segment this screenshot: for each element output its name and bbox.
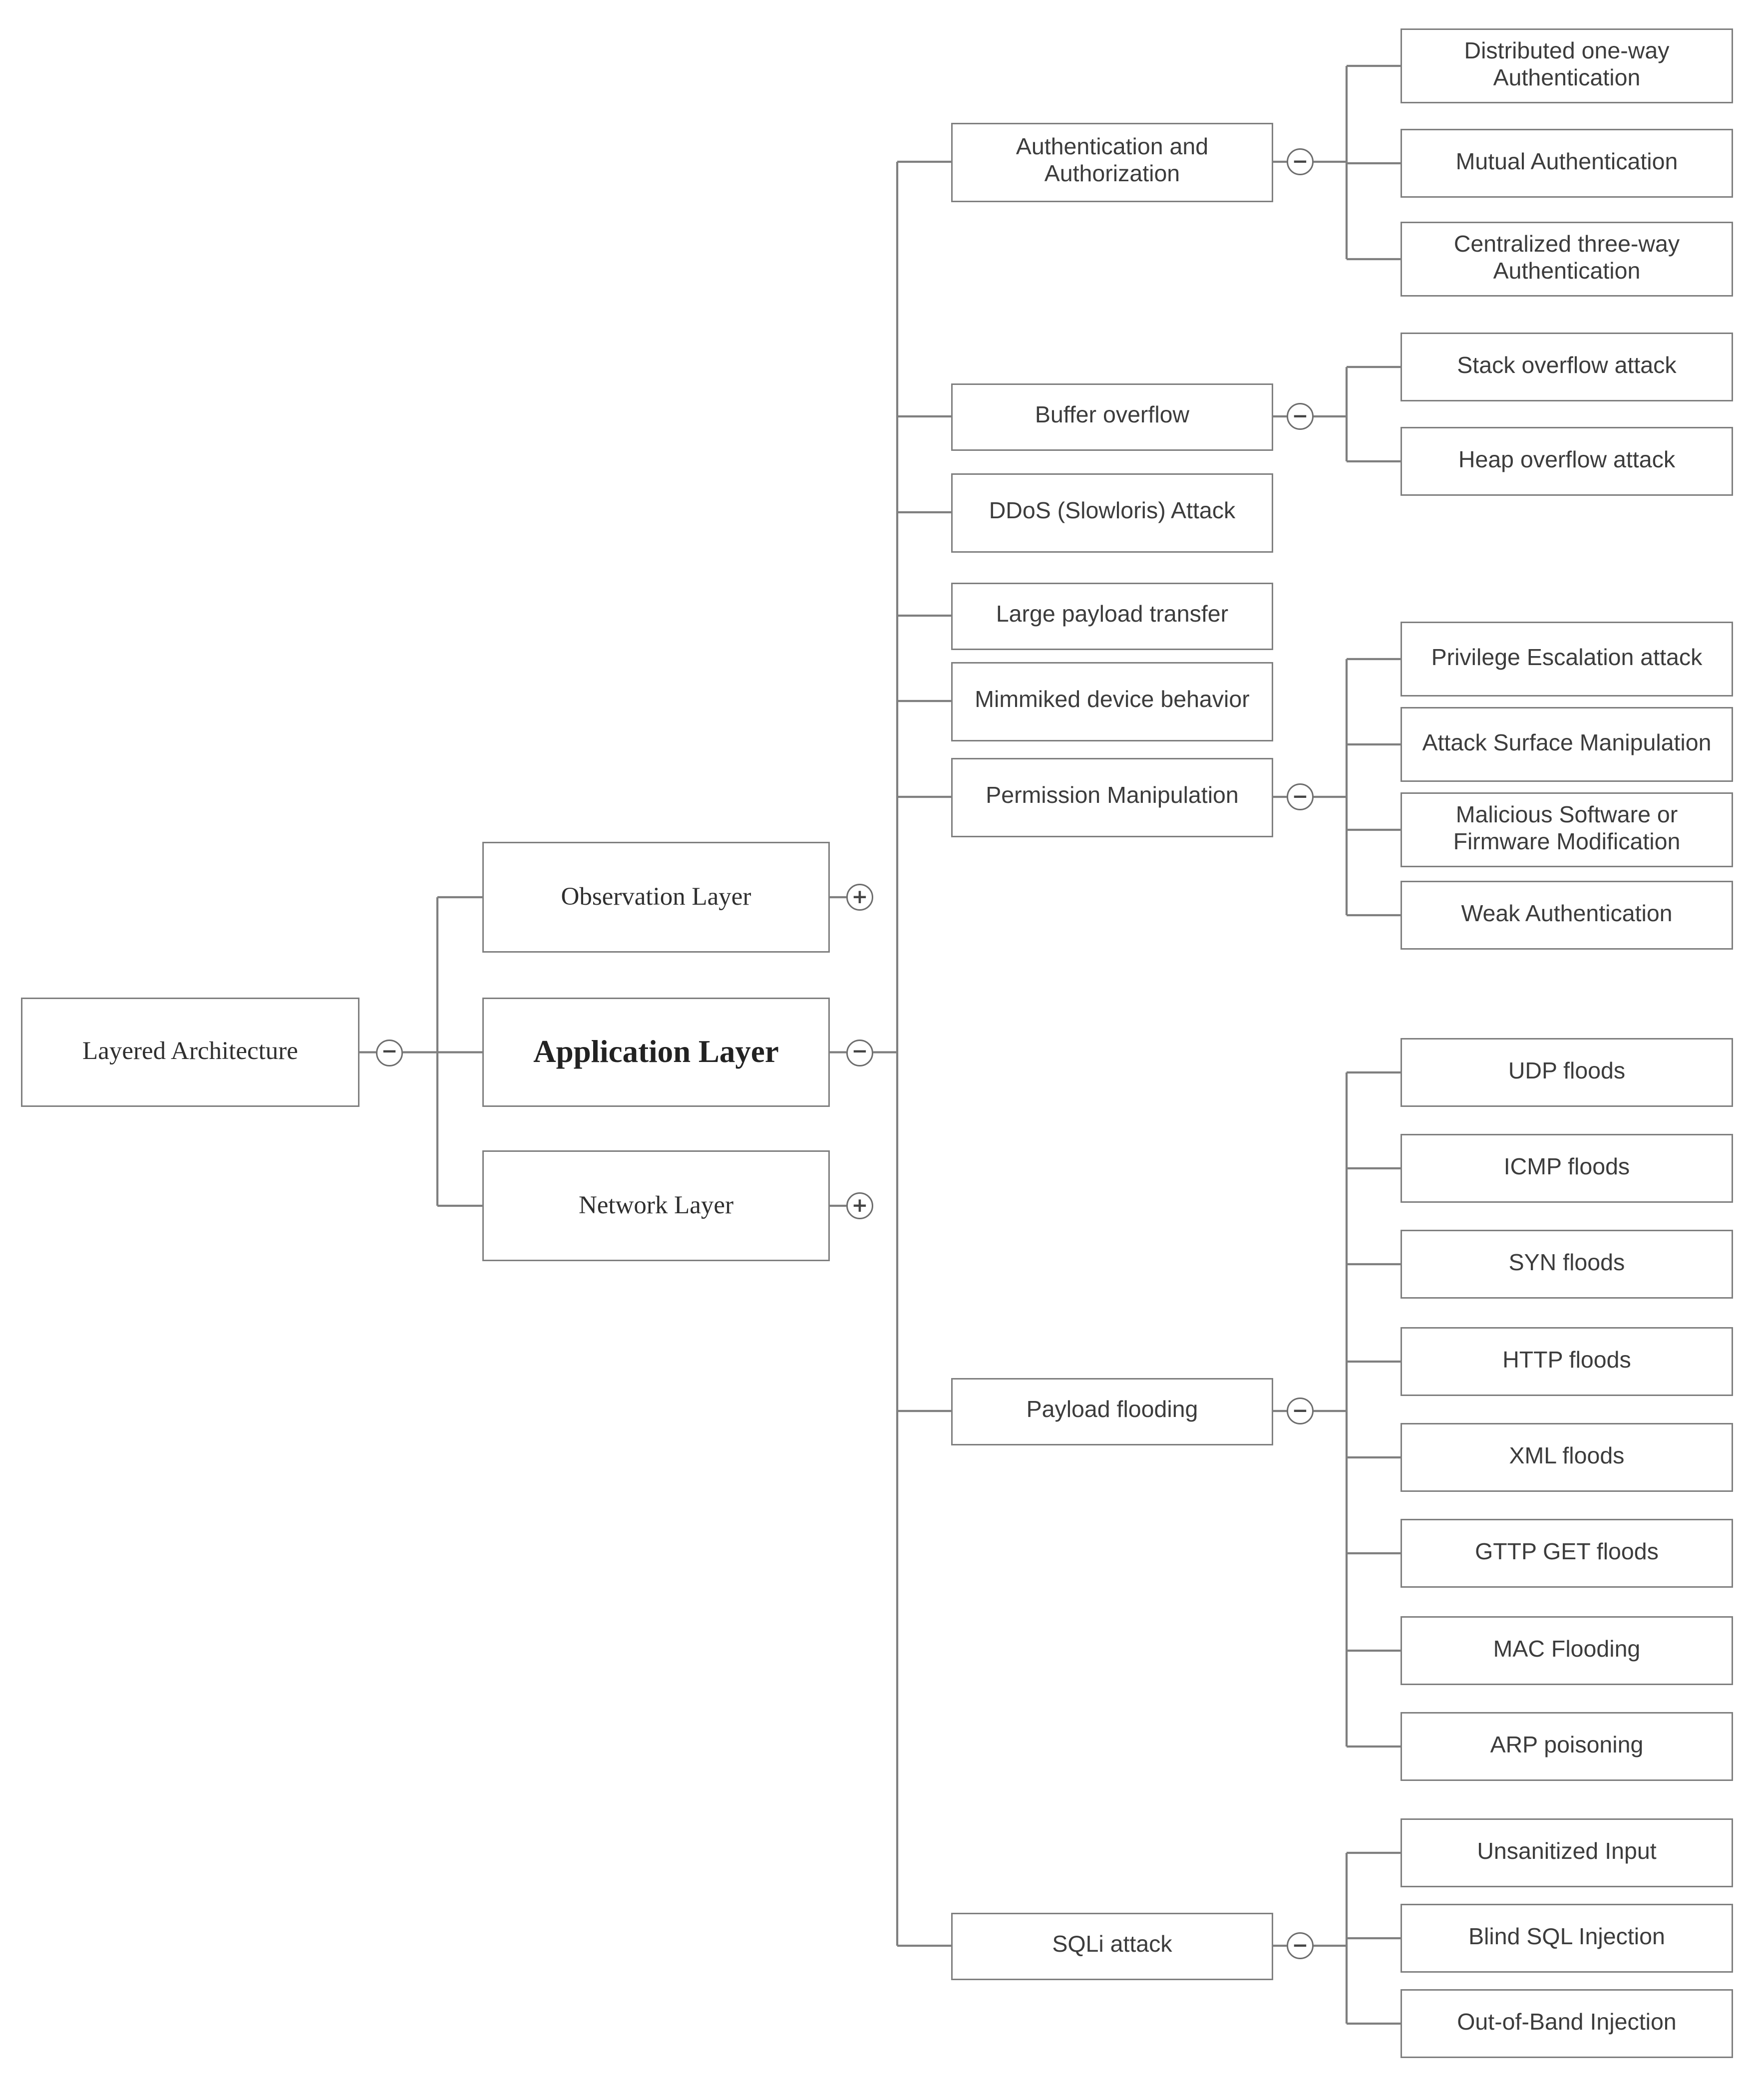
node-label: Malicious Software or Firmware Modificat… <box>1453 802 1681 855</box>
node-label: XML floods <box>1509 1443 1625 1469</box>
node-label: Mimmiked device behavior <box>975 687 1250 713</box>
node-label: Unsanitized Input <box>1477 1839 1657 1865</box>
node-label: Authentication and Authorization <box>1016 134 1209 187</box>
node-label: MAC Flooding <box>1493 1637 1641 1663</box>
node-permission-manipulation[interactable]: Permission Manipulation <box>951 757 1273 837</box>
node-centralized-three-way-authentication[interactable]: Centralized three-way Authentication <box>1401 222 1733 297</box>
collapse-icon: − <box>851 1041 868 1063</box>
node-ddos-slowloris-attack[interactable]: DDoS (Slowloris) Attack <box>951 472 1273 552</box>
node-label: Permission Manipulation <box>986 783 1239 809</box>
node-label: Mutual Authentication <box>1455 149 1678 175</box>
node-icmp-floods[interactable]: ICMP floods <box>1401 1134 1733 1203</box>
collapse-icon: − <box>1292 150 1309 173</box>
node-label: Out-of-Band Injection <box>1457 2010 1677 2036</box>
node-label: UDP floods <box>1508 1058 1626 1084</box>
node-http-floods[interactable]: HTTP floods <box>1401 1327 1733 1396</box>
expand-icon: + <box>851 886 868 909</box>
node-label: SYN floods <box>1508 1250 1625 1276</box>
node-label: Privilege Escalation attack <box>1431 645 1703 671</box>
node-label: HTTP floods <box>1502 1348 1631 1374</box>
node-large-payload-transfer[interactable]: Large payload transfer <box>951 582 1273 650</box>
node-label: Distributed one-way Authentication <box>1464 38 1670 91</box>
node-malicious-software-or-firmware-modification[interactable]: Malicious Software or Firmware Modificat… <box>1401 792 1733 867</box>
toggle-payload-flooding[interactable]: − <box>1287 1398 1314 1424</box>
node-label: Buffer overflow <box>1035 402 1190 428</box>
node-heap-overflow-attack[interactable]: Heap overflow attack <box>1401 427 1733 496</box>
toggle-application-layer[interactable]: − <box>846 1039 873 1066</box>
toggle-buffer-overflow[interactable]: − <box>1287 403 1314 430</box>
collapse-icon: − <box>381 1041 398 1063</box>
collapse-icon: − <box>1292 1400 1309 1422</box>
node-syn-floods[interactable]: SYN floods <box>1401 1230 1733 1299</box>
node-sqli-attack[interactable]: SQLi attack <box>951 1912 1273 1980</box>
node-label: Stack overflow attack <box>1457 353 1677 379</box>
toggle-sqli-attack[interactable]: − <box>1287 1932 1314 1959</box>
node-label: Network Layer <box>578 1190 734 1219</box>
node-label: Payload flooding <box>1026 1397 1198 1423</box>
node-label: Heap overflow attack <box>1458 447 1676 473</box>
node-label: Attack Surface Manipulation <box>1422 730 1712 756</box>
node-label: Blind SQL Injection <box>1468 1924 1665 1950</box>
node-label: Large payload transfer <box>996 602 1229 628</box>
toggle-authentication-and-authorization[interactable]: − <box>1287 148 1314 175</box>
node-label: GTTP GET floods <box>1475 1539 1659 1565</box>
node-attack-surface-manipulation[interactable]: Attack Surface Manipulation <box>1401 707 1733 782</box>
node-label: Application Layer <box>533 1034 779 1070</box>
node-stack-overflow-attack[interactable]: Stack overflow attack <box>1401 333 1733 401</box>
node-label: Observation Layer <box>561 882 751 911</box>
node-buffer-overflow[interactable]: Buffer overflow <box>951 382 1273 450</box>
expand-icon: + <box>851 1194 868 1217</box>
node-mutual-authentication[interactable]: Mutual Authentication <box>1401 129 1733 198</box>
toggle-permission-manipulation[interactable]: − <box>1287 783 1314 810</box>
collapse-icon: − <box>1292 1934 1309 1957</box>
toggle-observation-layer[interactable]: + <box>846 884 873 911</box>
collapse-icon: − <box>1292 405 1309 428</box>
node-label: ICMP floods <box>1503 1154 1630 1180</box>
toggle-layered-architecture[interactable]: − <box>376 1039 403 1066</box>
node-label: DDoS (Slowloris) Attack <box>989 498 1236 524</box>
node-network-layer[interactable]: Network Layer <box>482 1150 830 1261</box>
collapse-icon: − <box>1292 785 1309 808</box>
node-label: Layered Architecture <box>82 1037 298 1066</box>
node-udp-floods[interactable]: UDP floods <box>1401 1038 1733 1107</box>
node-layered-architecture[interactable]: Layered Architecture <box>21 998 359 1107</box>
toggle-network-layer[interactable]: + <box>846 1192 873 1219</box>
node-privilege-escalation-attack[interactable]: Privilege Escalation attack <box>1401 622 1733 697</box>
node-distributed-one-way-authentication[interactable]: Distributed one-way Authentication <box>1401 28 1733 103</box>
node-label: ARP poisoning <box>1490 1733 1644 1758</box>
node-label: Centralized three-way Authentication <box>1453 232 1680 285</box>
node-unsanitized-input[interactable]: Unsanitized Input <box>1401 1818 1733 1887</box>
node-authentication-and-authorization[interactable]: Authentication and Authorization <box>951 122 1273 202</box>
node-blind-sql-injection[interactable]: Blind SQL Injection <box>1401 1904 1733 1973</box>
node-mimmiked-device-behavior[interactable]: Mimmiked device behavior <box>951 661 1273 741</box>
node-application-layer[interactable]: Application Layer <box>482 998 830 1107</box>
node-label: Weak Authentication <box>1461 901 1673 927</box>
node-mac-flooding[interactable]: MAC Flooding <box>1401 1616 1733 1685</box>
node-payload-flooding[interactable]: Payload flooding <box>951 1377 1273 1445</box>
node-weak-authentication[interactable]: Weak Authentication <box>1401 881 1733 950</box>
node-arp-poisoning[interactable]: ARP poisoning <box>1401 1712 1733 1781</box>
node-xml-floods[interactable]: XML floods <box>1401 1423 1733 1492</box>
node-gttp-get-floods[interactable]: GTTP GET floods <box>1401 1519 1733 1588</box>
node-observation-layer[interactable]: Observation Layer <box>482 842 830 953</box>
node-label: SQLi attack <box>1052 1932 1172 1958</box>
node-out-of-band-injection[interactable]: Out-of-Band Injection <box>1401 1989 1733 2058</box>
